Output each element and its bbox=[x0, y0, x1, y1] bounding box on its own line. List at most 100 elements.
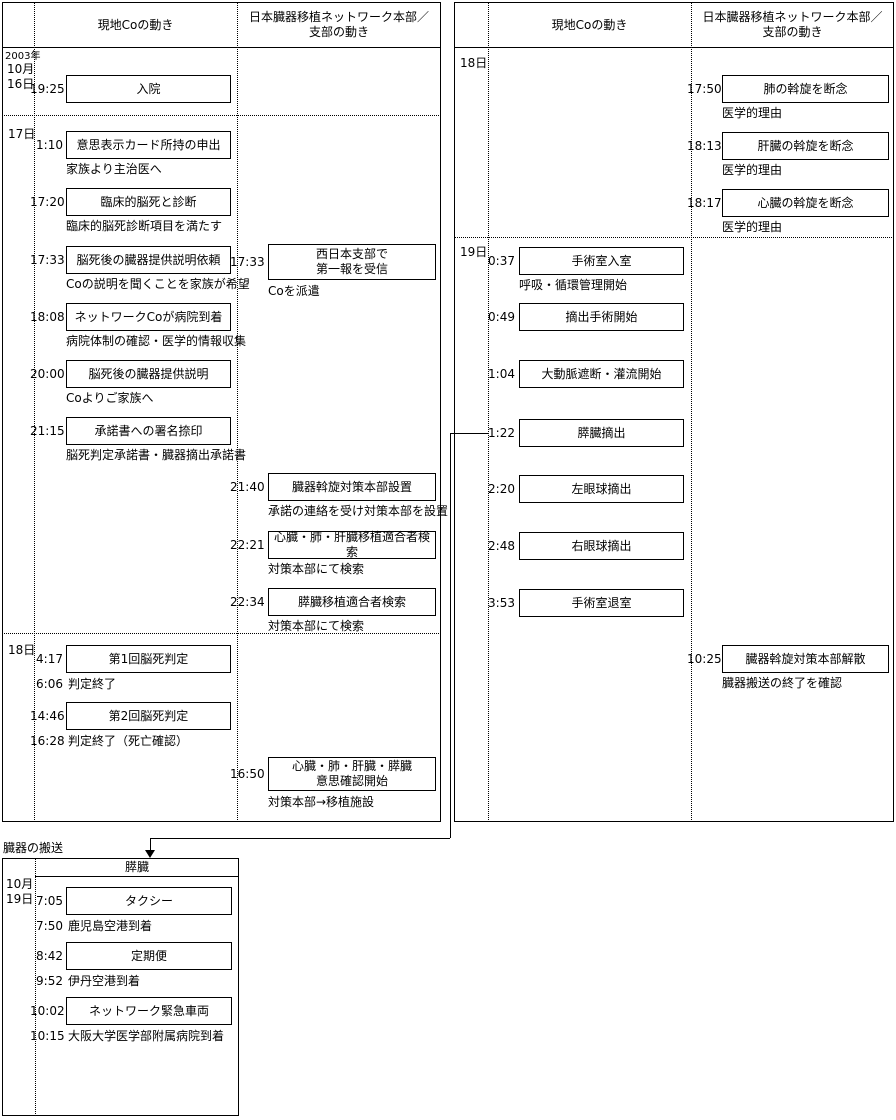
left-panel-header-network: 日本臓器移植ネットワーク本部／ 支部の動き bbox=[248, 10, 429, 39]
event-box: 意思表示カード所持の申出 bbox=[66, 131, 231, 159]
event-time: 2:20 bbox=[488, 482, 515, 496]
right-panel bbox=[454, 2, 894, 822]
left-panel-day-separator-2 bbox=[2, 633, 441, 634]
event-box: 臓器斡旋対策本部設置 bbox=[268, 473, 436, 501]
event-time: 17:50 bbox=[687, 82, 722, 96]
event-time: 2:48 bbox=[488, 539, 515, 553]
event-time: 1:04 bbox=[488, 367, 515, 381]
right-panel-header-network: 日本臓器移植ネットワーク本部／ 支部の動き bbox=[702, 10, 883, 39]
event-box: 臨床的脳死と診断 bbox=[66, 188, 231, 216]
event-caption: 承諾の連絡を受け対策本部を設置 bbox=[268, 504, 449, 518]
date-label-year: 2003年 bbox=[5, 51, 41, 62]
event-box: 膵臓移植適合者検索 bbox=[268, 588, 436, 616]
event-time: 16:50 bbox=[230, 767, 265, 781]
event-caption: 臓器搬送の終了を確認 bbox=[722, 676, 843, 690]
event-time: 1:10 bbox=[36, 138, 63, 152]
event-time: 8:42 bbox=[36, 949, 63, 963]
event-time: 17:33 bbox=[30, 253, 65, 267]
event-box: 心臓・肺・肝臓移植適合者検索 bbox=[268, 530, 436, 559]
event-caption: 判定終了（死亡確認） bbox=[68, 734, 189, 748]
event-time: 3:53 bbox=[488, 596, 515, 610]
event-box: 心臓・肺・肝臓・膵臓 意思確認開始 bbox=[268, 757, 436, 791]
event-caption: 判定終了 bbox=[68, 677, 117, 691]
transport-date-month: 10月 bbox=[6, 877, 34, 891]
event-caption: 対策本部にて検索 bbox=[268, 562, 365, 576]
event-caption: 伊丹空港到着 bbox=[68, 974, 141, 988]
event-time: 14:46 bbox=[30, 709, 65, 723]
event-end-time: 9:52 bbox=[36, 974, 63, 988]
event-box: 肺の斡旋を断念 bbox=[722, 75, 889, 103]
date-label-day18-right: 18日 bbox=[460, 56, 488, 70]
event-end-time: 6:06 bbox=[36, 677, 63, 691]
right-panel-date-separator bbox=[488, 2, 489, 822]
connector-vertical-line bbox=[450, 433, 451, 838]
event-box: 承諾書への署名捺印 bbox=[66, 417, 231, 445]
event-time: 0:37 bbox=[488, 254, 515, 268]
event-caption: 病院体制の確認・医学的情報収集 bbox=[66, 334, 247, 348]
transport-date-day: 19日 bbox=[6, 892, 34, 906]
transport-title: 臓器の搬送 bbox=[3, 841, 64, 855]
left-panel-day-separator-1 bbox=[2, 115, 441, 116]
right-panel-column-separator bbox=[691, 2, 692, 822]
date-label-day18: 18日 bbox=[8, 643, 36, 657]
event-box: 膵臓摘出 bbox=[519, 419, 684, 447]
event-box: 臓器斡旋対策本部解散 bbox=[722, 645, 889, 673]
event-caption: 脳死判定承諾書・臓器摘出承諾書 bbox=[66, 448, 247, 462]
connector-drop-line bbox=[150, 838, 151, 851]
event-time: 18:08 bbox=[30, 310, 65, 324]
event-time: 10:02 bbox=[30, 1004, 65, 1018]
event-box: 入院 bbox=[66, 75, 231, 103]
event-box: 西日本支部で 第一報を受信 bbox=[268, 244, 436, 280]
event-box: 手術室退室 bbox=[519, 589, 684, 617]
event-box: 脳死後の臓器提供説明依頼 bbox=[66, 246, 231, 274]
event-time: 22:21 bbox=[230, 538, 265, 552]
transport-date-separator bbox=[35, 858, 36, 1116]
event-caption: 対策本部→移植施設 bbox=[268, 795, 375, 809]
right-panel-header-local: 現地Coの動き bbox=[551, 18, 628, 32]
event-caption: 医学的理由 bbox=[722, 163, 783, 177]
date-label-day19-right: 19日 bbox=[460, 245, 488, 259]
event-box: 大動脈遮断・灌流開始 bbox=[519, 360, 684, 388]
event-caption: 臨床的脳死診断項目を満たす bbox=[66, 219, 223, 233]
date-label-day17: 17日 bbox=[8, 127, 36, 141]
connector-horizontal-line bbox=[150, 838, 450, 839]
event-time: 21:40 bbox=[230, 480, 265, 494]
event-time: 22:34 bbox=[230, 595, 265, 609]
connector-stub-line bbox=[450, 433, 488, 434]
event-caption: 鹿児島空港到着 bbox=[68, 919, 153, 933]
transport-organ-header: 膵臓 bbox=[124, 860, 149, 874]
event-box: 脳死後の臓器提供説明 bbox=[66, 360, 231, 388]
event-box: 右眼球摘出 bbox=[519, 532, 684, 560]
event-time: 7:05 bbox=[36, 894, 63, 908]
transport-header-divider bbox=[35, 876, 239, 877]
event-box: 第1回脳死判定 bbox=[66, 645, 231, 673]
left-panel-header-divider bbox=[2, 47, 441, 48]
event-end-time: 7:50 bbox=[36, 919, 63, 933]
event-box: 肝臓の斡旋を断念 bbox=[722, 132, 889, 160]
event-box: 第2回脳死判定 bbox=[66, 702, 231, 730]
event-caption: 大阪大学医学部附属病院到着 bbox=[68, 1029, 225, 1043]
event-box: 定期便 bbox=[66, 942, 232, 970]
event-box: 手術室入室 bbox=[519, 247, 684, 275]
left-panel-date-separator bbox=[34, 2, 35, 822]
event-time: 18:17 bbox=[687, 196, 722, 210]
event-time: 10:25 bbox=[687, 652, 722, 666]
right-panel-day-separator bbox=[454, 237, 894, 238]
event-box: 心臓の斡旋を断念 bbox=[722, 189, 889, 217]
event-box: 左眼球摘出 bbox=[519, 475, 684, 503]
left-panel bbox=[2, 2, 441, 822]
event-caption: Coの説明を聞くことを家族が希望 bbox=[66, 277, 250, 291]
date-label-month: 10月 bbox=[7, 62, 35, 76]
event-time: 0:49 bbox=[488, 310, 515, 324]
event-caption: 医学的理由 bbox=[722, 220, 783, 234]
right-panel-header-divider bbox=[454, 47, 894, 48]
event-caption: 家族より主治医へ bbox=[66, 162, 162, 176]
event-box: ネットワークCoが病院到着 bbox=[66, 303, 231, 331]
event-time: 4:17 bbox=[36, 652, 63, 666]
event-time: 20:00 bbox=[30, 367, 65, 381]
event-caption: Coよりご家族へ bbox=[66, 391, 154, 405]
connector-arrowhead-icon bbox=[145, 850, 155, 858]
event-end-time: 10:15 bbox=[30, 1029, 65, 1043]
event-box: 摘出手術開始 bbox=[519, 303, 684, 331]
